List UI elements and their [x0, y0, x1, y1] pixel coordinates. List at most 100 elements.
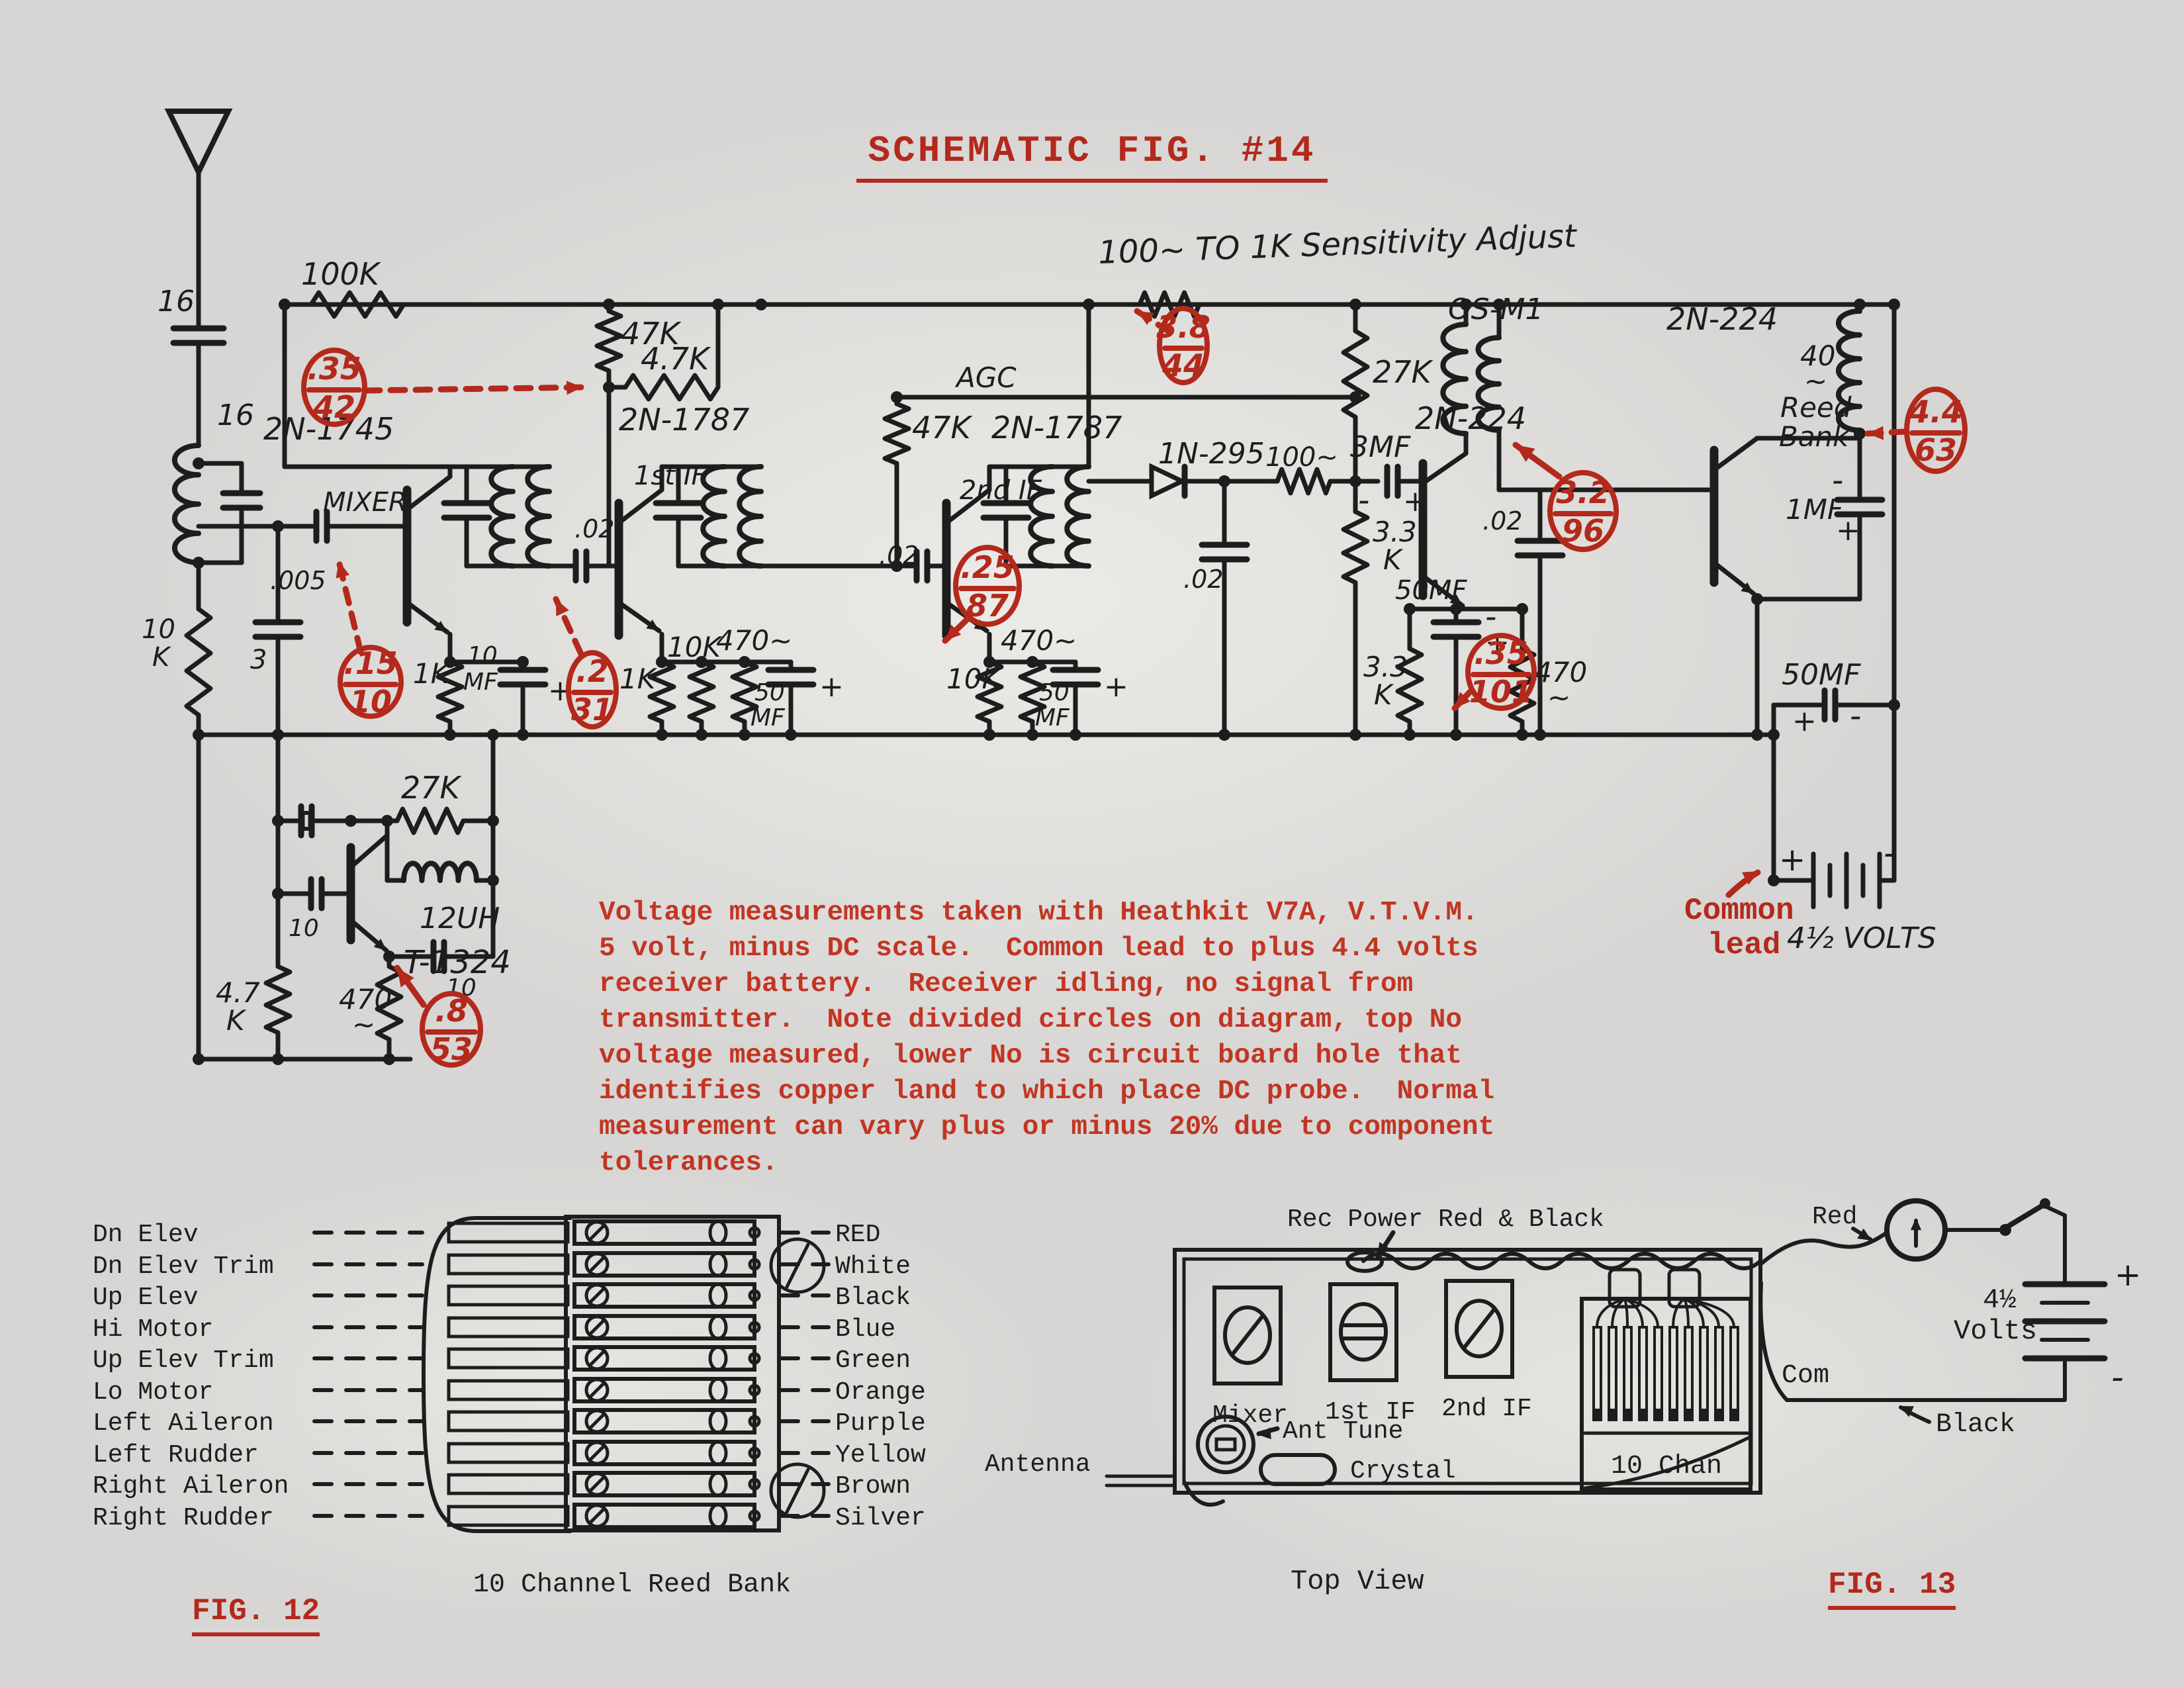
c-10mf-2: MF: [463, 669, 498, 696]
v-25-87-bottom: 87: [966, 588, 1009, 624]
fig13-1stif-label: 1st IF: [1325, 1398, 1416, 1427]
r-3k3-2b: K: [1374, 679, 1394, 711]
c-02-1: .02: [574, 514, 614, 543]
fig12-color-5: Orange: [835, 1378, 926, 1407]
fig12-func-6: Left Aileron: [93, 1409, 274, 1438]
fig13-com-label: Com: [1782, 1361, 1829, 1391]
c-50mf2-1: 50: [1039, 679, 1069, 706]
c-005: .005: [270, 566, 326, 595]
fig12-color-7: Yellow: [835, 1441, 926, 1470]
fig13-black-label: Black: [1936, 1410, 2015, 1440]
osc-10b: 10: [289, 915, 319, 942]
q2: 2nd IF: [960, 475, 1042, 506]
fig12-func-8: Right Aileron: [93, 1472, 289, 1501]
c-50mf2-plus: +: [1104, 670, 1128, 704]
r-100k: 100K: [301, 256, 382, 292]
fig13-volts-1: 4½: [1983, 1284, 2016, 1316]
fig12-func-5: Lo Motor: [93, 1378, 213, 1407]
osc-t1324: T-1324: [404, 944, 511, 981]
fig13-2ndif-label: 2nd IF: [1441, 1395, 1532, 1423]
fig12-color-2: Black: [835, 1284, 911, 1312]
batt-plus: +: [1779, 841, 1805, 878]
fig12-func-4: Up Elev Trim: [93, 1346, 274, 1375]
v-44-63: 4.463: [1904, 387, 1968, 474]
v-32-96: 3.296: [1547, 470, 1619, 552]
q1: 1st IF: [634, 461, 707, 491]
r-3k3-2a: 3.3: [1363, 651, 1408, 683]
v-35-101-top: .35: [1474, 635, 1528, 671]
v-mixer-top: .35: [307, 351, 361, 387]
fig12-func-7: Left Rudder: [93, 1441, 259, 1470]
v-38-44: 3.844: [1156, 306, 1210, 385]
c-3mf: 3MF: [1350, 430, 1411, 464]
r-27k-m: 27K: [1373, 354, 1434, 390]
r-47k-2: 47K: [912, 410, 974, 445]
r-4k7: 4.7K: [641, 341, 711, 377]
osc-12uh: 12UH: [420, 902, 500, 935]
osc-470b: ~: [352, 1008, 375, 1041]
q1-type: 2N-1787: [619, 402, 749, 438]
fig13-batt-minus: -: [2111, 1358, 2124, 1397]
r-470-3b: ~: [1547, 681, 1570, 714]
r-10k-1: 10K: [667, 631, 723, 663]
v-32-96-bottom: 96: [1562, 513, 1604, 549]
v-2-31-top: .2: [576, 653, 608, 689]
c-50mf2-2: MF: [1035, 704, 1070, 731]
fig12-color-8: Brown: [835, 1472, 911, 1501]
voltage-notes: Voltage measurements taken with Heathkit…: [599, 898, 1495, 1178]
c-02-3: .02: [1482, 506, 1522, 536]
q-mixer: MIXER: [323, 487, 407, 518]
v-25-87-top: .25: [960, 549, 1015, 585]
q2-type: 2N-1787: [991, 410, 1122, 445]
osc-4k7a: 4.7: [216, 976, 260, 1009]
q4-type: 2N-224: [1666, 301, 1778, 337]
v-mixer-bottom: 42: [312, 389, 355, 425]
r-10k-in-1: 10: [142, 614, 175, 645]
fig12-label: FIG. 12: [192, 1594, 320, 1636]
fig13-top-view: [1105, 1198, 2108, 1507]
v-32-96-top: 3.2: [1556, 475, 1610, 510]
r-1k-if1: 1K: [619, 663, 658, 695]
c-50mf1-1: 50: [754, 679, 785, 706]
v-15-10-bottom: 10: [349, 684, 392, 720]
v-8-53-top: .8: [435, 993, 467, 1029]
fig12-func-2: Up Elev: [93, 1284, 199, 1312]
reed-bank: Bank: [1779, 420, 1850, 453]
v-44-63-bottom: 63: [1915, 432, 1957, 468]
reed-reed: Reed: [1780, 391, 1852, 424]
r-10k-2: 10K: [946, 663, 1002, 695]
fig13-ant-tune-label: Ant Tune: [1283, 1417, 1403, 1446]
reed-40: 40: [1800, 340, 1835, 372]
reed-tilde: ~: [1804, 365, 1827, 397]
v-8-53: .853: [420, 991, 483, 1068]
v-35-101-bottom: 101: [1469, 674, 1533, 710]
fig12-func-3: Hi Motor: [93, 1315, 213, 1344]
fig12-color-9: Silver: [835, 1504, 926, 1532]
page-title-text: SCHEMATIC FIG. #14: [856, 130, 1328, 183]
fig12-func-0: Dn Elev: [93, 1221, 199, 1249]
c-50mf3: 50MF: [1395, 575, 1467, 606]
c-50mf1-2: MF: [751, 704, 786, 731]
osm1: OS-M1: [1448, 293, 1543, 326]
fig12-color-4: Green: [835, 1346, 911, 1375]
c-02-2: .02: [879, 541, 919, 570]
fig12-color-0: RED: [835, 1221, 880, 1249]
c-3mf-plus: +: [1403, 485, 1428, 518]
fig13-red-label: Red: [1812, 1203, 1857, 1231]
q-mixer-type: 2N-1745: [263, 411, 394, 447]
fig13-10chan-label: 10 Chan: [1611, 1452, 1722, 1481]
v-38-44-bottom: 44: [1161, 348, 1205, 383]
q3-type: 2N-224: [1415, 400, 1526, 436]
d-1n295: 1N-295: [1158, 437, 1265, 471]
c-1mf-minus: -: [1832, 462, 1843, 499]
c-02-4: .02: [1183, 565, 1223, 594]
fig13-antenna-label: Antenna: [985, 1450, 1091, 1479]
r-3k3-1b: K: [1383, 543, 1404, 576]
r-47k-1: 47K: [621, 316, 682, 352]
fig12-func-1: Dn Elev Trim: [93, 1252, 274, 1281]
c-50mf3-plus: +: [1485, 626, 1510, 659]
r-10k-in-2: K: [152, 642, 171, 673]
